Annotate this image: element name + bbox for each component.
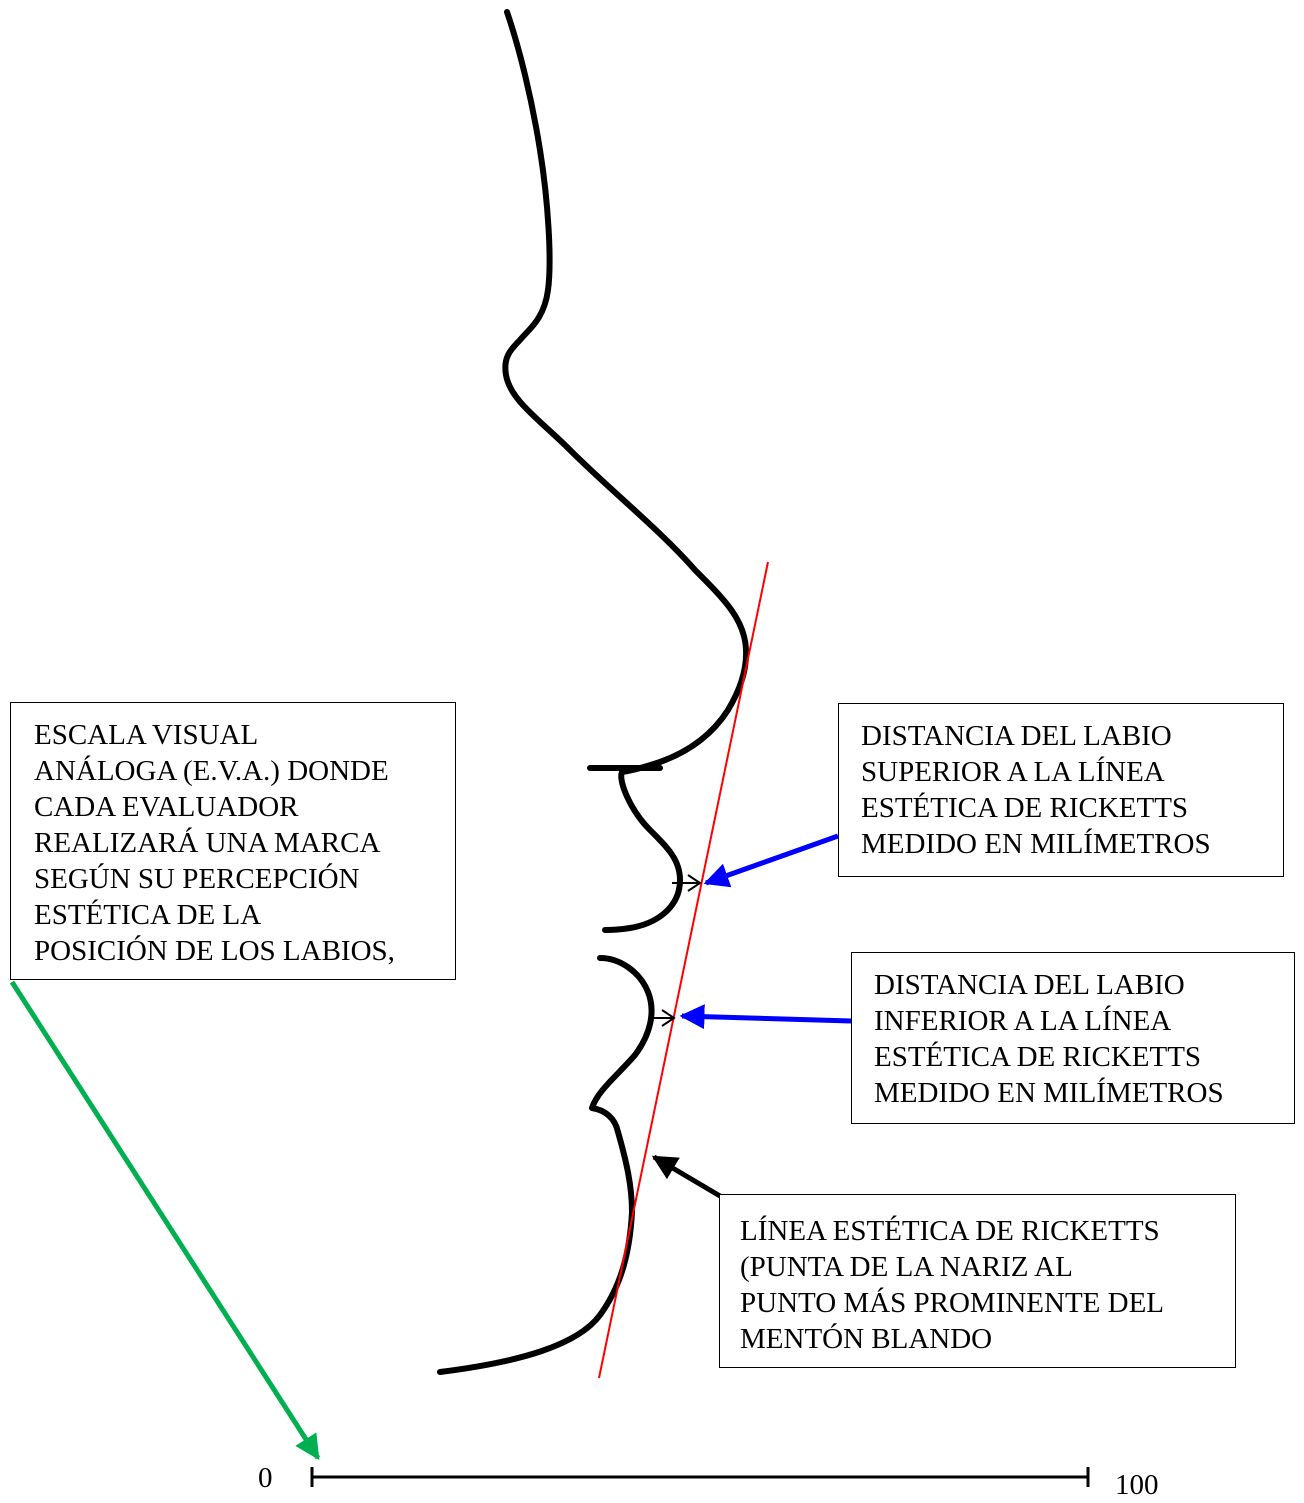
facial-profile-upper bbox=[505, 12, 746, 930]
visual-analog-scale bbox=[312, 1467, 1088, 1487]
upper-lip-callout-arrow bbox=[706, 836, 838, 883]
eva-scale-label: ESCALA VISUAL ANÁLOGA (E.V.A.) DONDE CAD… bbox=[10, 702, 456, 980]
scale-max-label: 100 bbox=[1115, 1469, 1159, 1501]
facial-profile-lower bbox=[440, 958, 652, 1372]
scale-min-label: 0 bbox=[258, 1462, 273, 1494]
eva-callout-arrow bbox=[12, 982, 318, 1458]
lower-lip-distance-label: DISTANCIA DEL LABIO INFERIOR A LA LÍNEA … bbox=[851, 952, 1295, 1124]
ricketts-callout-arrow bbox=[654, 1157, 720, 1196]
lower-lip-callout-arrow bbox=[682, 1016, 851, 1021]
ricketts-line-label: LÍNEA ESTÉTICA DE RICKETTS (PUNTA DE LA … bbox=[719, 1194, 1236, 1368]
upper-lip-distance-label: DISTANCIA DEL LABIO SUPERIOR A LA LÍNEA … bbox=[838, 703, 1284, 877]
